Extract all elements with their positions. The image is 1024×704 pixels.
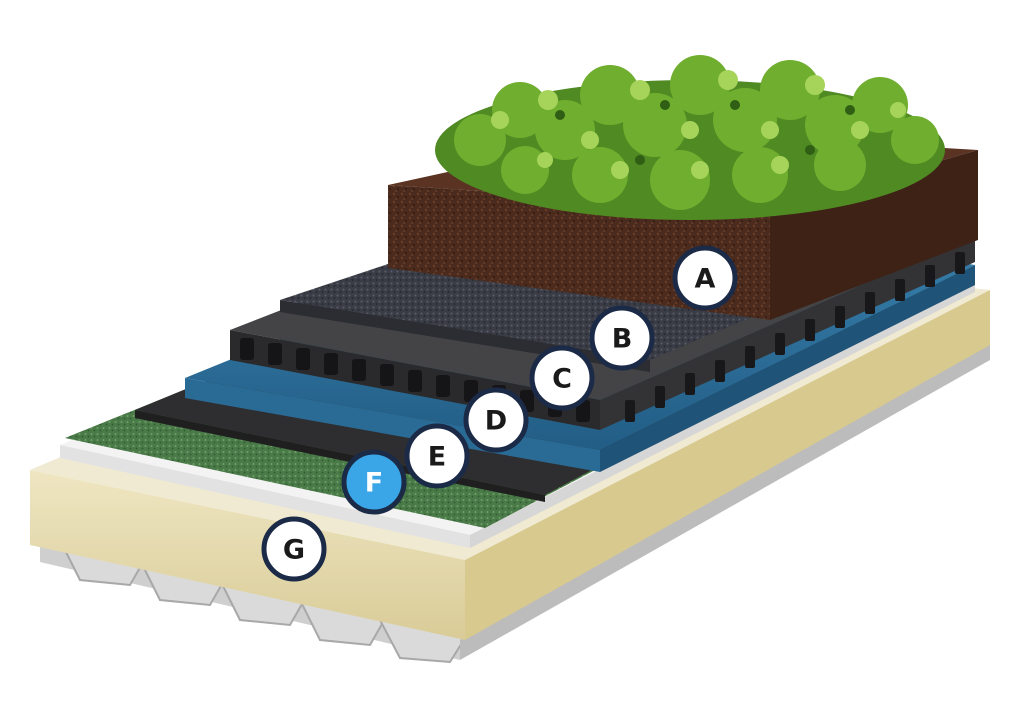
- badge-g-circle: [261, 516, 327, 582]
- badge-c-label: C: [552, 364, 572, 395]
- badge-c-circle: [529, 345, 595, 411]
- badge-g: G: [261, 516, 327, 582]
- badge-g-label: G: [283, 535, 305, 566]
- badge-f: F: [341, 449, 407, 515]
- badge-e-label: E: [428, 442, 446, 473]
- badge-b-circle: [589, 305, 655, 371]
- badge-e-circle: [404, 423, 470, 489]
- badge-f-circle: [341, 449, 407, 515]
- badge-d-circle: [463, 387, 529, 453]
- badge-b-label: B: [612, 324, 633, 355]
- badge-a-circle: [672, 245, 738, 311]
- badge-e: E: [404, 423, 470, 489]
- badge-d-label: D: [485, 406, 507, 437]
- badge-a: A: [672, 245, 738, 311]
- badge-d: D: [463, 387, 529, 453]
- badge-f-label: F: [365, 468, 383, 499]
- badge-c: C: [529, 345, 595, 411]
- vegetation-layer: [435, 55, 945, 220]
- badge-a-label: A: [695, 264, 716, 295]
- badge-b: B: [589, 305, 655, 371]
